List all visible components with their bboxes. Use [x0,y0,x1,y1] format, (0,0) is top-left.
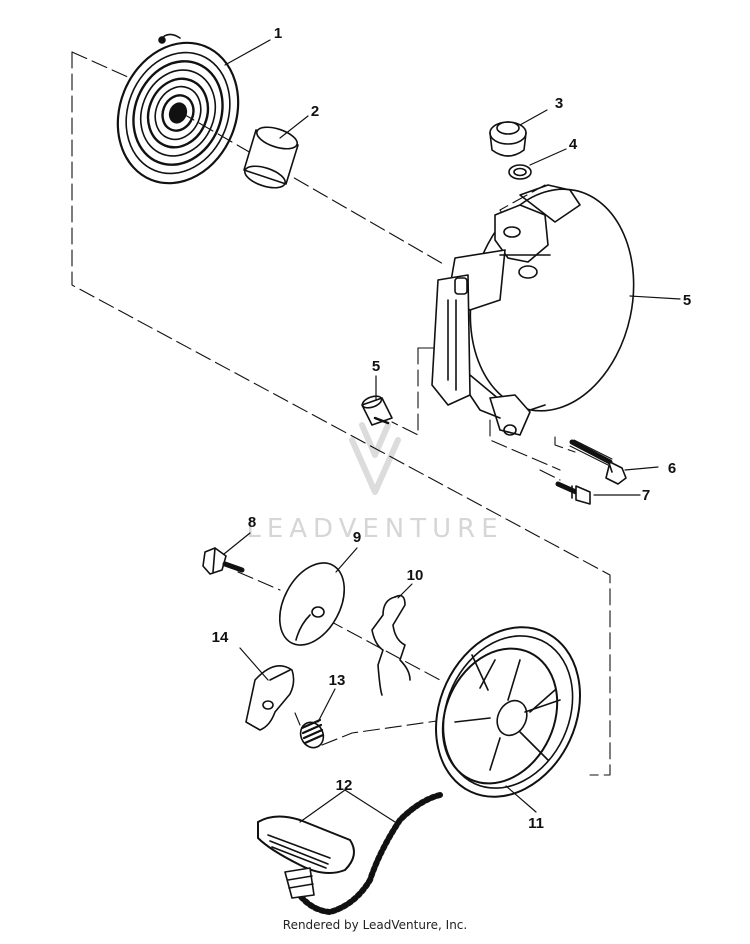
assembly-lines [71,51,611,776]
screw [202,547,245,575]
callout-5-spacer: 5 [372,358,380,375]
callout-8: 8 [248,514,256,531]
callout-4: 4 [569,136,578,153]
callout-7: 7 [642,487,650,504]
callout-3: 3 [555,95,563,112]
plug [489,121,527,157]
callout-9: 9 [353,529,361,546]
callout-1: 1 [274,25,282,42]
callout-12: 12 [336,777,353,794]
pawl [245,664,295,731]
footer-credit: Rendered by LeadVenture, Inc. [282,918,468,932]
washer [508,164,532,180]
recoil-housing [431,184,635,436]
callout-labels: 1 2 3 4 5 5 6 7 8 9 10 11 12 13 14 [212,25,692,832]
short-bolt [555,481,591,505]
spacer [361,395,393,426]
recoil-spring [116,33,240,185]
callout-14: 14 [212,629,229,646]
bushing [243,126,299,189]
starter-handle [257,792,443,915]
wire-spring [371,594,411,696]
coil-spring [299,718,325,749]
leader-lines [223,39,681,823]
watermark-logo [349,422,401,495]
watermark-text: LEADVENTURE [246,514,503,544]
callout-2: 2 [311,103,319,120]
callout-6: 6 [668,460,676,477]
rope-pulley [435,626,581,798]
callout-13: 13 [329,672,346,689]
callout-11: 11 [528,815,544,832]
callout-10: 10 [407,567,424,584]
plate [278,562,346,646]
long-bolt [569,439,627,485]
callout-5-housing: 5 [683,292,691,309]
